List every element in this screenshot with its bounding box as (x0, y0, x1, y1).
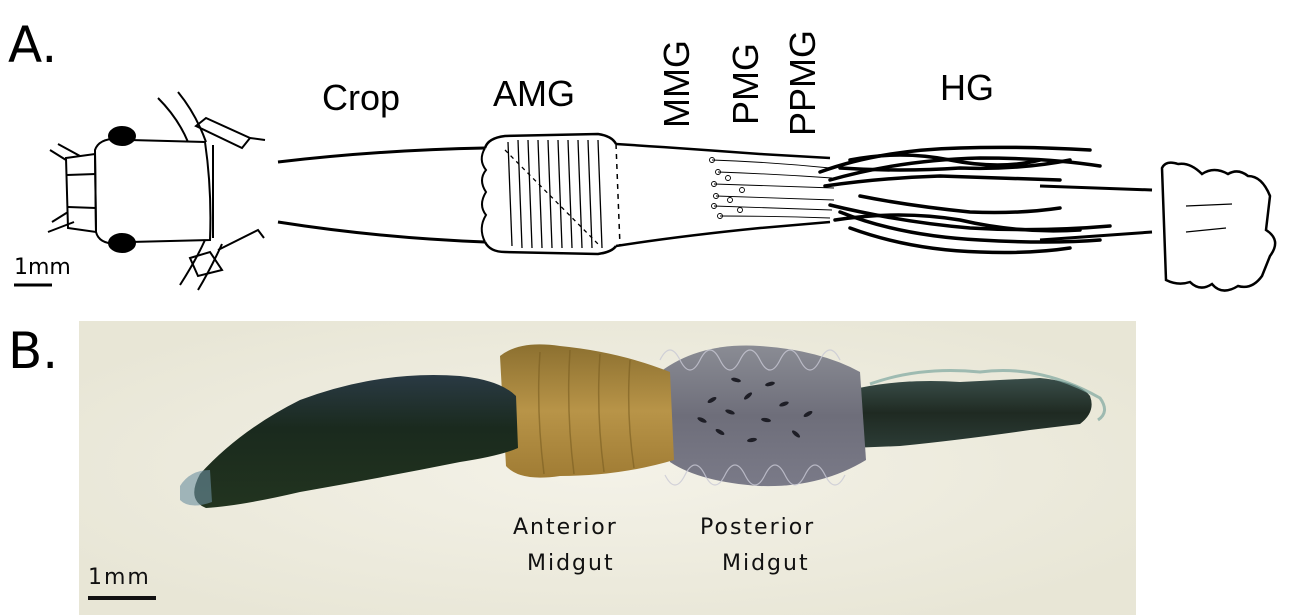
head-drawing (48, 92, 265, 290)
panel-a: A. 1mm (8, 16, 1275, 291)
gut-drawing (278, 134, 1275, 291)
panel-b-label: B. (8, 322, 58, 380)
amg-label: AMG (493, 73, 575, 114)
ppmg-label: PPMG (782, 30, 823, 136)
anterior-label-line1: Anterior (513, 515, 618, 540)
photo-scale-label: 1mm (88, 565, 151, 590)
crop-label: Crop (322, 77, 400, 118)
panel-b: B. (8, 321, 1136, 615)
mmg-label: MMG (656, 40, 697, 128)
hg-label: HG (940, 67, 994, 108)
pmg-label: PMG (725, 43, 766, 125)
posterior-label-line1: Posterior (700, 515, 815, 540)
posterior-label-line2: Midgut (722, 551, 810, 576)
head-scale-label: 1mm (14, 255, 71, 280)
anterior-label-line2: Midgut (527, 551, 615, 576)
panel-a-label: A. (8, 16, 57, 74)
